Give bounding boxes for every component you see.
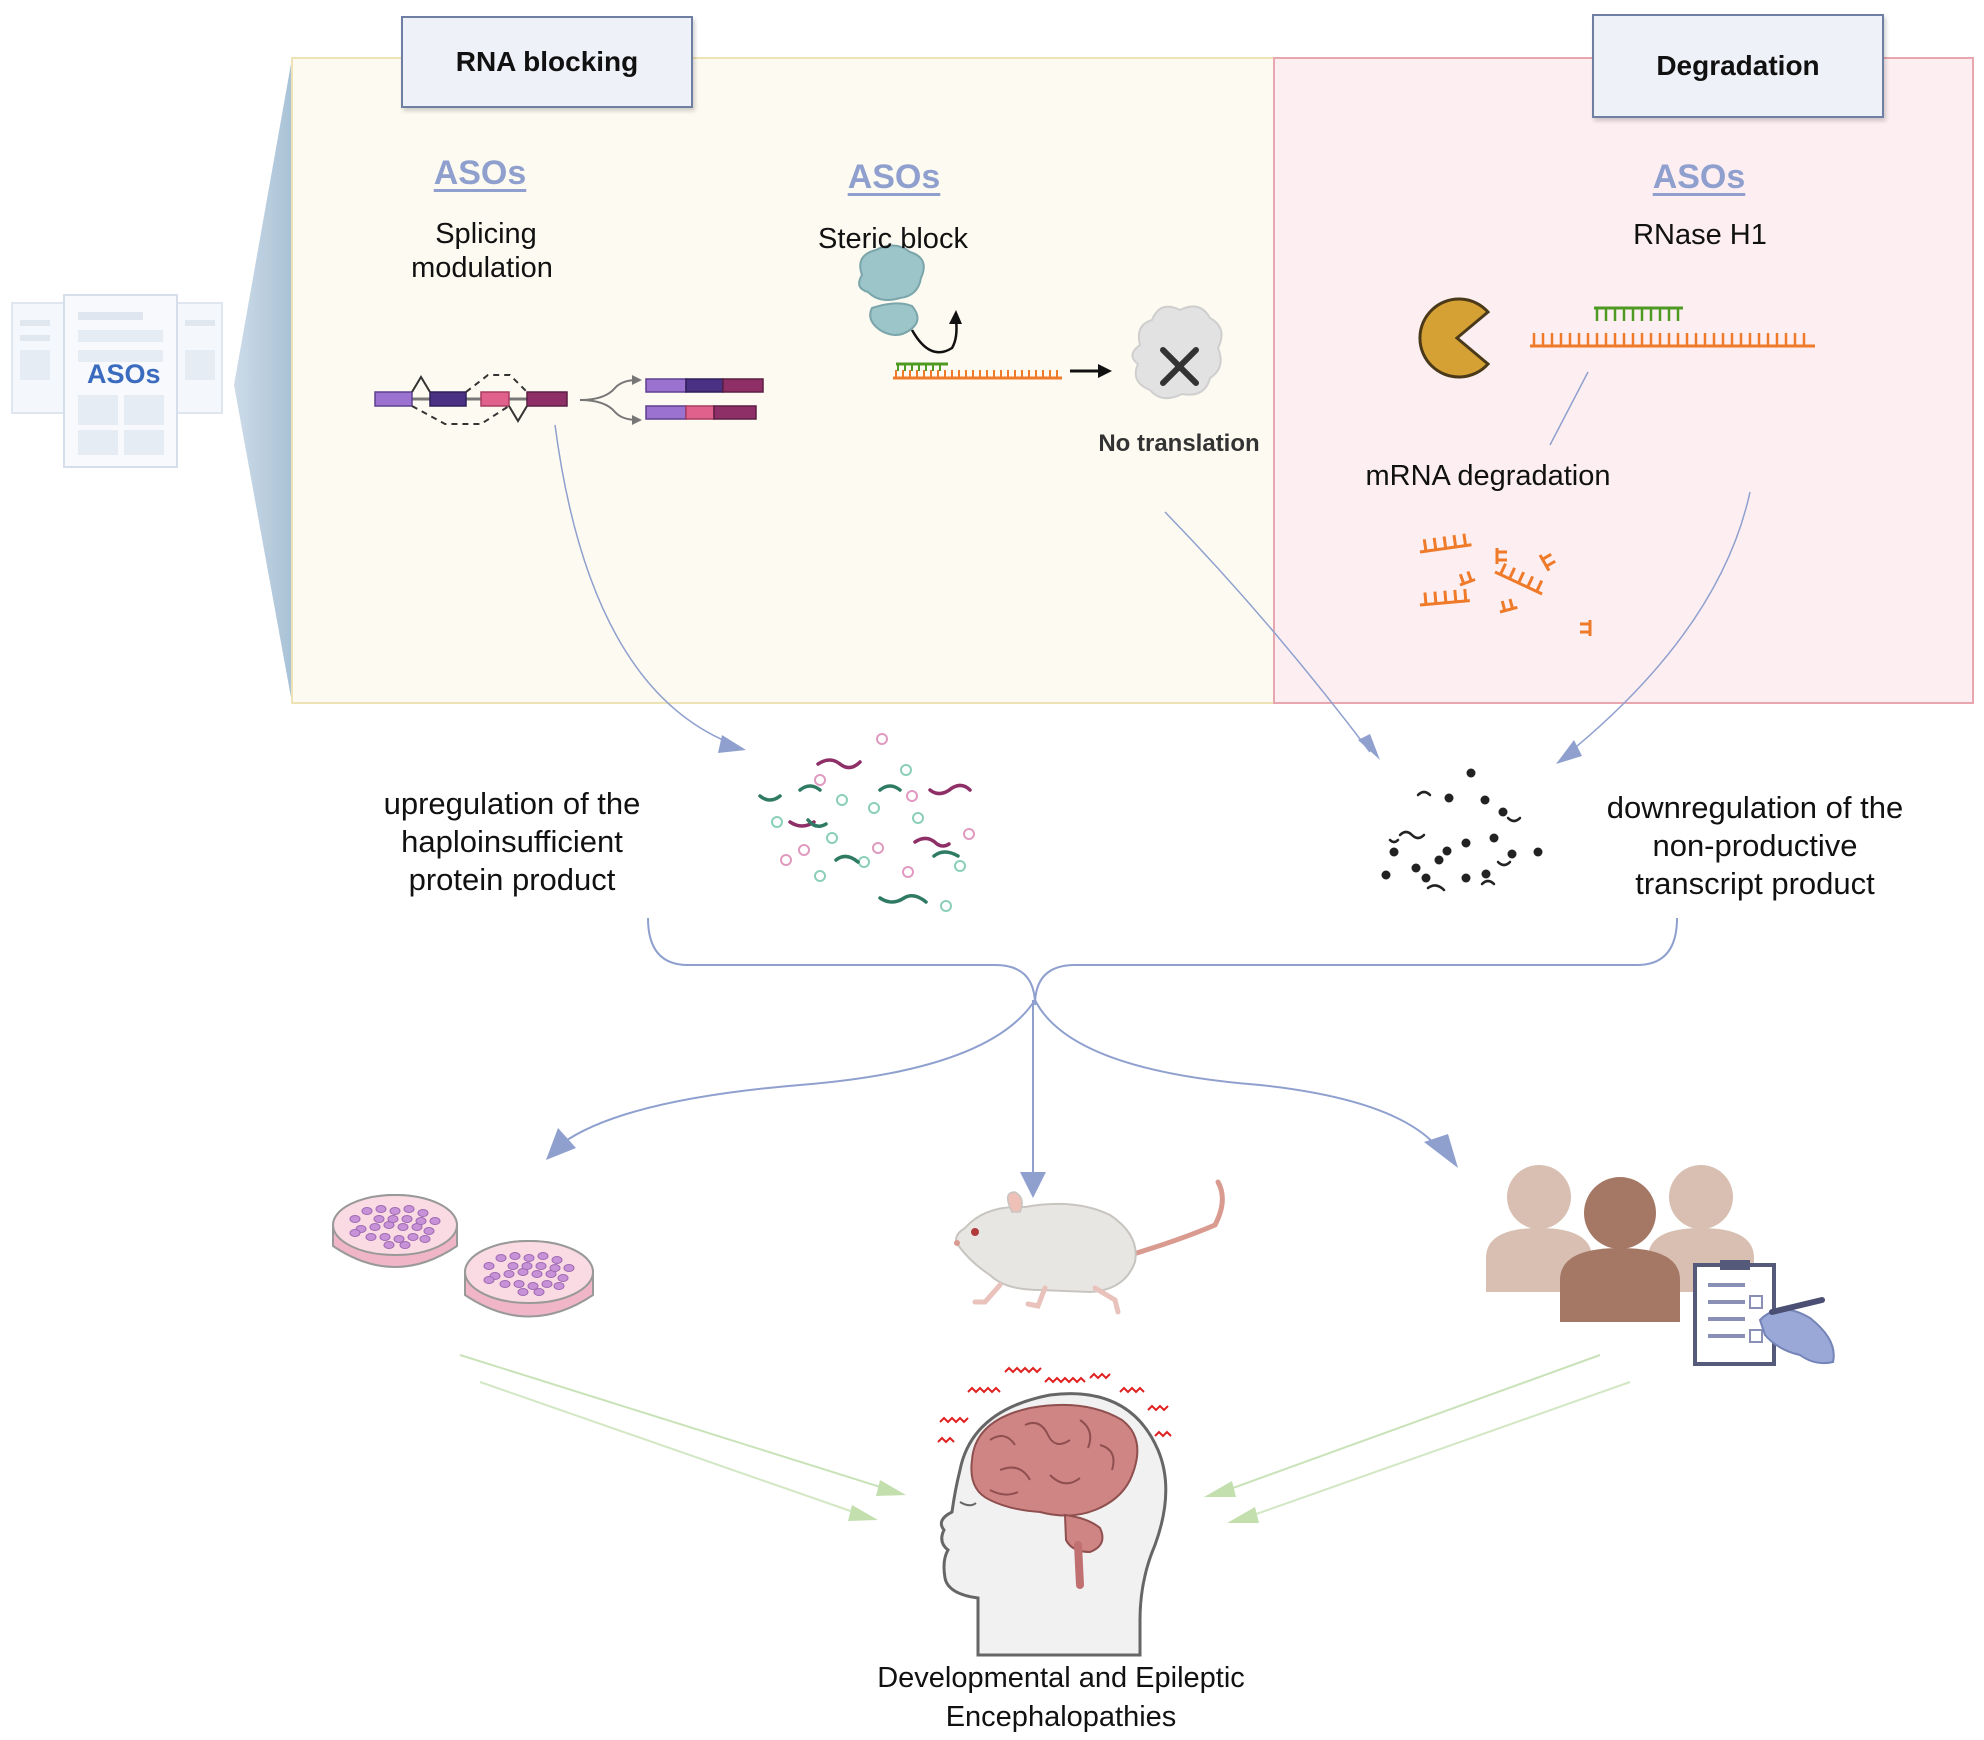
curved-arrow-head	[949, 310, 962, 324]
seizure-marks-icon	[937, 1366, 1172, 1444]
cells-to-brain-arrow-1	[459, 1354, 891, 1491]
splicing-to-upregulation-arrow	[554, 424, 736, 746]
rna-blocking-panel	[291, 57, 1275, 704]
splicing-pre-mrna-icon	[374, 374, 568, 425]
downregulated-transcript-icon	[1381, 768, 1543, 892]
downregulation-line3: transcript product	[1635, 866, 1875, 901]
cells-to-brain-arrow-2	[479, 1381, 863, 1516]
degradation-panel	[1273, 57, 1974, 704]
steric-aso-label: ASOs	[847, 158, 941, 196]
patients-to-brain-arrow-2	[1244, 1381, 1631, 1519]
spliced-mrna-icon	[645, 378, 764, 420]
zoom-fan	[234, 58, 292, 703]
upregulated-protein-icon	[758, 733, 975, 912]
arrowhead	[1358, 734, 1380, 760]
pacman-connector	[1549, 371, 1589, 446]
patients-icon	[1486, 1165, 1835, 1366]
mrna-fragments-icon	[1419, 533, 1592, 636]
merge-brace-right	[1034, 917, 1678, 1006]
downregulation-line1: downregulation of the	[1606, 790, 1904, 825]
rnase-to-downregulation-arrow	[1564, 491, 1751, 757]
rna-blocking-header: RNA blocking	[401, 16, 693, 108]
arrowhead	[1020, 1172, 1046, 1198]
arrowhead	[1204, 1481, 1236, 1497]
degradation-header: Degradation	[1592, 14, 1884, 118]
no-translation-arrowhead	[1098, 364, 1112, 378]
upregulation-line2: haploinsufficient	[401, 824, 623, 859]
mouse-icon	[954, 1179, 1225, 1315]
arrowhead	[1424, 1134, 1458, 1168]
no-translation-label: No translation	[1098, 430, 1260, 457]
arrowhead	[718, 735, 746, 753]
blocked-protein-icon	[1131, 305, 1223, 400]
splicing-label-line2: modulation	[411, 252, 553, 284]
splicing-aso-label: ASOs	[433, 154, 527, 192]
dee-label-line2: Encephalopathies	[945, 1701, 1177, 1733]
arrowhead	[1227, 1507, 1259, 1523]
rnase-tick-marks	[1532, 308, 1806, 346]
branch-arrow-patients	[1034, 999, 1441, 1151]
upregulation-line3: protein product	[408, 862, 616, 897]
merge-brace-left	[647, 917, 1036, 1006]
source-doc-label: ASOs	[87, 359, 161, 389]
steric-tick-marks	[895, 364, 1058, 378]
splice-fork-arrow	[579, 375, 642, 425]
dee-label-line1: Developmental and Epileptic	[877, 1662, 1245, 1694]
ribosome-icon	[858, 244, 925, 336]
rnase-h1-pacman-icon	[1418, 297, 1491, 379]
downregulation-line2: non-productive	[1652, 828, 1858, 863]
upregulation-line1: upregulation of the	[383, 786, 641, 821]
arrowhead	[876, 1480, 906, 1496]
mrna-degradation-label: mRNA degradation	[1365, 460, 1611, 492]
arrowhead	[848, 1505, 878, 1521]
rnase-aso-label: ASOs	[1652, 158, 1746, 196]
arrowhead	[1556, 740, 1582, 764]
steric-to-downregulation-arrow	[1164, 511, 1371, 753]
patients-to-brain-arrow-1	[1221, 1354, 1601, 1493]
brain-head-icon	[939, 1392, 1168, 1657]
splicing-label-line1: Splicing	[435, 218, 537, 250]
steric-label: Steric block	[818, 223, 968, 255]
arrowhead	[546, 1128, 576, 1160]
ribosome-curved-arrow	[910, 319, 958, 354]
document-stack-icon	[11, 294, 223, 468]
rnase-label: RNase H1	[1633, 219, 1767, 251]
petri-dish-icon	[332, 1194, 594, 1318]
branch-arrow-cells	[559, 999, 1036, 1146]
